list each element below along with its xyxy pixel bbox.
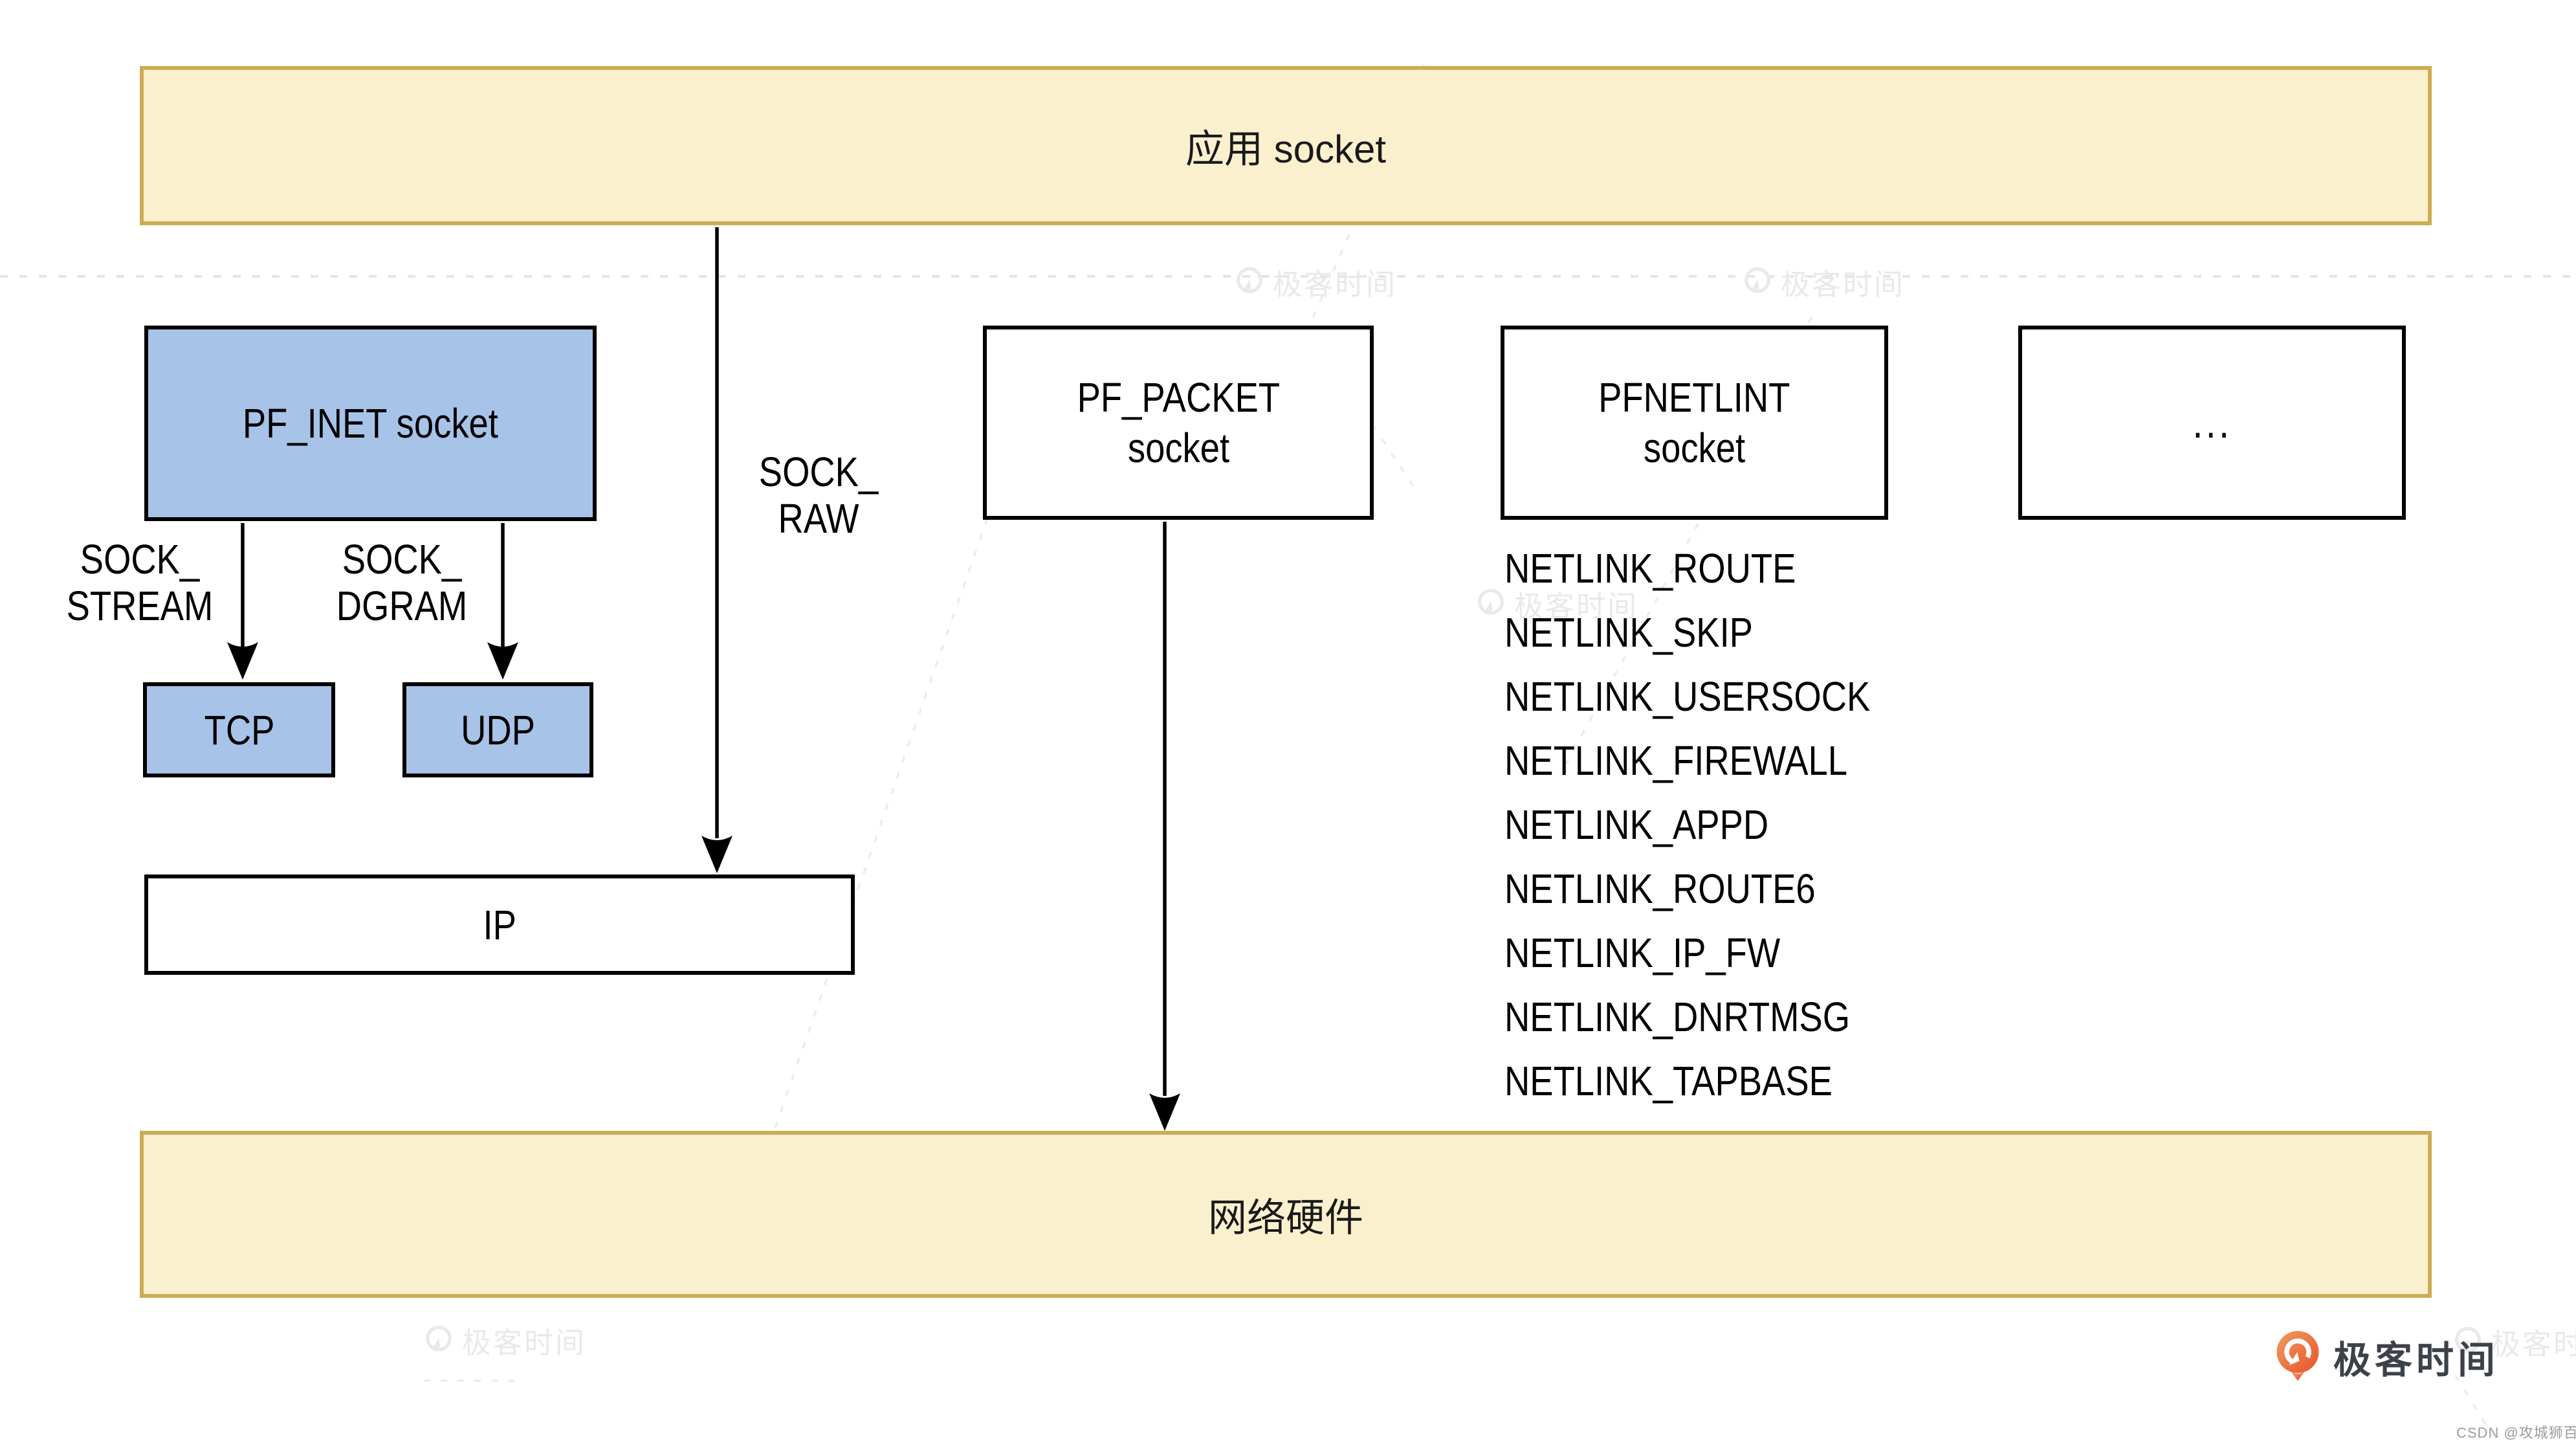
sock-raw-label: SOCK_ RAW: [709, 449, 929, 542]
sock-dgram-label: SOCK_ DGRAM: [292, 536, 512, 629]
app-socket-band: 应用 socket: [140, 66, 2432, 225]
geektime-watermark: 极客时间: [1233, 261, 1397, 303]
sock-dgram-line2: DGRAM: [336, 583, 468, 629]
sock-stream-line1: SOCK_: [80, 536, 200, 583]
tcp-label: TCP: [204, 706, 274, 753]
geektime-watermark-text: 极客时间: [462, 1326, 587, 1359]
ellipsis-label: ...: [2192, 398, 2232, 447]
pfnetlint-socket-box: PFNETLINT socket: [1501, 326, 1888, 520]
pf-packet-label-line1: PF_PACKET: [1077, 374, 1280, 421]
ip-label: IP: [483, 901, 516, 948]
udp-label: UDP: [461, 706, 535, 753]
netlink-type-item: NETLINK_APPD: [1504, 801, 1769, 848]
network-hardware-band: 网络硬件: [140, 1131, 2432, 1298]
pf-inet-socket-label: PF_INET socket: [242, 400, 499, 447]
pf-inet-socket-box: PF_INET socket: [144, 326, 597, 521]
ip-box: IP: [144, 874, 855, 975]
netlink-type-item: NETLINK_DNRTMSG: [1504, 994, 1851, 1040]
geektime-watermark: 极客时间: [1741, 261, 1905, 303]
pf-packet-socket-box: PF_PACKET socket: [983, 326, 1374, 520]
ellipsis-box: ...: [2018, 326, 2406, 520]
tcp-box: TCP: [143, 682, 335, 777]
sock-raw-line2: RAW: [778, 495, 859, 542]
geektime-watermark: 极客时间: [422, 1319, 586, 1361]
geektime-watermark-logo-icon: [2455, 1326, 2481, 1353]
netlink-type-item: NETLINK_SKIP: [1504, 609, 1753, 656]
pfnetlint-label-line2: socket: [1643, 425, 1746, 471]
csdn-attribution: CSDN @攻城狮百里: [2456, 1425, 2576, 1441]
sock-dgram-line1: SOCK_: [342, 536, 462, 583]
sock-stream-label: SOCK_ STREAM: [30, 536, 250, 629]
udp-box: UDP: [402, 682, 593, 777]
netlink-type-item: NETLINK_ROUTE: [1504, 545, 1796, 592]
sock-stream-line2: STREAM: [66, 583, 214, 629]
pfnetlint-label-line1: PFNETLINT: [1598, 374, 1790, 421]
sock-raw-line1: SOCK_: [758, 449, 879, 495]
geektime-brand-text: 极客时间: [2333, 1339, 2500, 1381]
network-hardware-band-label: 网络硬件: [1208, 1196, 1363, 1240]
geektime-watermark-text: 极客时间: [1781, 268, 1906, 301]
app-socket-band-label: 应用 socket: [1185, 127, 1387, 171]
geektime-watermark-logo-icon: [1745, 267, 1770, 293]
netlink-type-item: NETLINK_FIREWALL: [1504, 737, 1848, 784]
netlink-type-list: NETLINK_ROUTE NETLINK_SKIP NETLINK_USERS…: [1504, 548, 1935, 1102]
geektime-logo-icon: [2276, 1331, 2319, 1381]
geektime-watermark-text: 极客时间: [1273, 268, 1398, 301]
geektime-watermark-logo-icon: [1478, 588, 1504, 615]
netlink-type-item: NETLINK_TAPBASE: [1504, 1058, 1833, 1104]
netlink-type-item: NETLINK_IP_FW: [1504, 930, 1781, 976]
geektime-watermark-logo-icon: [1237, 267, 1262, 293]
geektime-brand-logo: 极客时间: [2273, 1328, 2499, 1385]
geektime-watermark-logo-icon: [426, 1325, 452, 1352]
pf-packet-label-line2: socket: [1127, 425, 1229, 471]
geektime-watermark-partial: 极客时间: [2451, 1320, 2576, 1363]
geektime-watermark-text: 极客时间: [2491, 1328, 2576, 1361]
netlink-type-item: NETLINK_ROUTE6: [1504, 865, 1816, 912]
netlink-type-item: NETLINK_USERSOCK: [1504, 673, 1871, 720]
